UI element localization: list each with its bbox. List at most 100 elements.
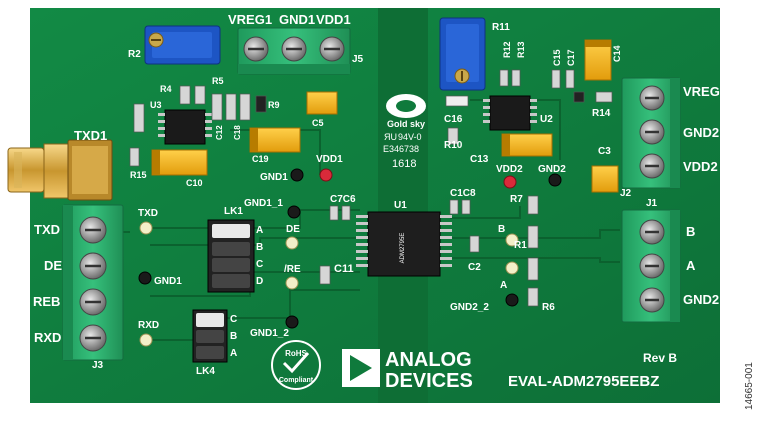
date-code: 1618 bbox=[392, 158, 416, 170]
label-c13: C13 bbox=[470, 154, 489, 165]
label-r6: R6 bbox=[542, 302, 555, 313]
label-vdd2: VDD2 bbox=[496, 164, 523, 175]
label-vreg1: VREG1 bbox=[228, 12, 272, 27]
label-c12: C12 bbox=[215, 125, 224, 140]
rohs-logo: RoHS Compliant bbox=[271, 340, 321, 390]
label-gnd1-2: GND1_2 bbox=[250, 328, 289, 339]
potentiometer-r2 bbox=[144, 25, 221, 65]
label-c18: C18 bbox=[233, 125, 242, 140]
label-r15: R15 bbox=[130, 170, 147, 180]
ul-mark: 94V-0 bbox=[398, 132, 422, 142]
label-u1: U1 bbox=[394, 200, 407, 211]
label-c7c6: C7C6 bbox=[330, 194, 356, 205]
label-j5: J5 bbox=[352, 54, 364, 65]
terminal-block-j1 bbox=[621, 209, 681, 323]
label-r11: R11 bbox=[492, 22, 510, 33]
label-vdd2-j2: VDD2 bbox=[683, 159, 718, 174]
label-rxd-tp: RXD bbox=[138, 320, 159, 331]
label-de-tp: DE bbox=[286, 224, 300, 235]
sma-connector-txd1 bbox=[7, 139, 113, 201]
label-lk4-b: B bbox=[230, 331, 237, 342]
label-c14: C14 bbox=[612, 45, 622, 62]
label-lk4: LK4 bbox=[196, 366, 215, 377]
gold-sky-logo: Gold sky ЯU 94V-0 E346738 1618 bbox=[383, 94, 426, 170]
silkscreen-labels: VREG1 GND1 VDD1 J5 R2 R4 R5 R9 U3 C12 C1… bbox=[33, 12, 727, 377]
label-gnd1-a: GND1 bbox=[260, 172, 288, 183]
label-gnd1-top: GND1 bbox=[279, 12, 315, 27]
test-point-gnd1-2 bbox=[285, 315, 299, 329]
label-c16: C16 bbox=[444, 114, 463, 125]
label-lk4-a: A bbox=[230, 348, 237, 359]
terminal-block-j3 bbox=[62, 204, 124, 361]
label-gnd2-j1: GND2 bbox=[683, 292, 719, 307]
test-point-vdd2 bbox=[503, 175, 517, 189]
rohs-compliant-text: Compliant bbox=[279, 377, 314, 384]
label-txd-tp: TXD bbox=[138, 208, 158, 219]
test-point-gnd1-b bbox=[138, 271, 152, 285]
ul-prefix: ЯU bbox=[384, 132, 397, 142]
label-r1: R1 bbox=[514, 240, 527, 251]
label-c5: C5 bbox=[312, 118, 324, 128]
label-b-j1: B bbox=[686, 224, 695, 239]
label-a-j1: A bbox=[686, 258, 696, 273]
label-c1c8: C1C8 bbox=[450, 188, 476, 199]
label-c11: C11 bbox=[334, 263, 354, 275]
label-a-tp: A bbox=[500, 280, 507, 291]
label-c10: C10 bbox=[186, 178, 203, 188]
label-lk-b: B bbox=[256, 242, 263, 253]
analog-devices-logo: ANALOG DEVICES bbox=[342, 349, 473, 392]
isolation-barrier bbox=[378, 8, 428, 403]
label-gnd1-1: GND1_1 bbox=[244, 198, 283, 209]
label-c2: C2 bbox=[468, 262, 481, 273]
pcb-board bbox=[30, 8, 720, 403]
u1-marking: ADM2795E bbox=[400, 233, 406, 264]
figure-id: 14665-001 bbox=[744, 362, 755, 410]
label-r2: R2 bbox=[128, 49, 141, 60]
logo-analog: ANALOG bbox=[385, 349, 472, 371]
label-txd1: TXD1 bbox=[74, 128, 107, 143]
revision: Rev B bbox=[643, 351, 677, 365]
logo-devices: DEVICES bbox=[385, 370, 473, 392]
rohs-text: RoHS bbox=[285, 349, 307, 358]
label-c17: C17 bbox=[566, 49, 576, 66]
smd-components bbox=[129, 69, 613, 307]
label-lk-a: A bbox=[256, 225, 263, 236]
label-rxd-term: RXD bbox=[34, 330, 61, 345]
label-r7: R7 bbox=[510, 194, 523, 205]
label-r14: R14 bbox=[592, 108, 611, 119]
test-point-gnd1-1 bbox=[287, 205, 301, 219]
potentiometer-r11 bbox=[439, 17, 486, 91]
test-point-vdd1 bbox=[319, 168, 333, 182]
label-c3: C3 bbox=[598, 146, 611, 157]
label-de-term: DE bbox=[44, 258, 62, 273]
label-j3: J3 bbox=[92, 360, 104, 371]
ic-u2 bbox=[483, 95, 537, 131]
label-reb-term: REB bbox=[33, 294, 60, 309]
test-point-de bbox=[285, 236, 299, 250]
test-point-gnd1 bbox=[290, 168, 304, 182]
label-lk-c: C bbox=[256, 259, 263, 270]
label-r13: R13 bbox=[516, 41, 526, 58]
jumper-header-lk4 bbox=[192, 309, 228, 363]
part-number: EVAL-ADM2795EEBZ bbox=[508, 373, 659, 390]
label-lk1: LK1 bbox=[224, 206, 243, 217]
label-txd-term: TXD bbox=[34, 222, 60, 237]
jumper-header-lk1 bbox=[207, 219, 255, 293]
label-r10: R10 bbox=[444, 140, 463, 151]
test-point-gnd2-2 bbox=[505, 293, 519, 307]
ic-u3 bbox=[158, 109, 212, 145]
label-re-tp: /RE bbox=[284, 264, 301, 275]
label-r4: R4 bbox=[160, 84, 172, 94]
test-point-b bbox=[505, 233, 519, 247]
label-gnd1-b: GND1 bbox=[154, 276, 182, 287]
terminal-block-j5 bbox=[237, 27, 351, 75]
label-lk4-c: C bbox=[230, 314, 237, 325]
label-u3: U3 bbox=[150, 100, 162, 110]
ic-u1: ADM2795E bbox=[356, 211, 452, 277]
test-point-re bbox=[285, 276, 299, 290]
label-gnd2-j2: GND2 bbox=[683, 125, 719, 140]
label-vreg2: VREG2 bbox=[683, 84, 727, 99]
label-c19: C19 bbox=[252, 154, 269, 164]
label-b-tp: B bbox=[498, 224, 505, 235]
